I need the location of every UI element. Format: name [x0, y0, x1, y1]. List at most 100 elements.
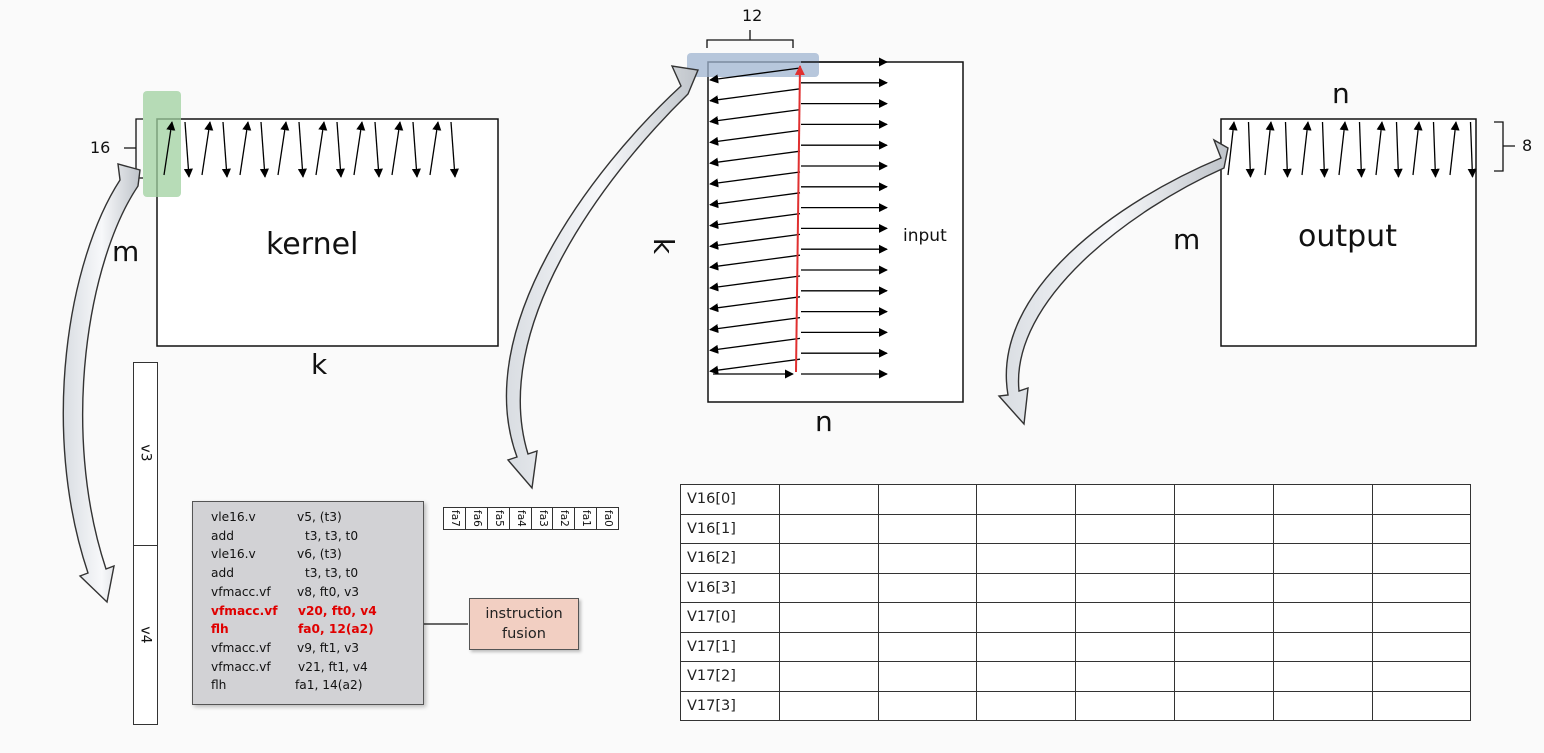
row-label: V17[1] [680, 631, 780, 662]
float-register-cell: fa0 [597, 508, 618, 529]
row-label: V17[0] [680, 602, 780, 633]
table-cell [976, 661, 1077, 692]
table-cell [877, 690, 978, 721]
output-arrow [1430, 121, 1440, 178]
table-cell [1173, 484, 1274, 515]
output-arrow [1393, 121, 1403, 178]
table-cell [1272, 661, 1373, 692]
input-arrow [709, 358, 801, 375]
kernel-arrow [297, 121, 307, 178]
code-op: add [211, 566, 234, 581]
vreg-v3-label: v3 [137, 444, 154, 462]
table-cell [1272, 631, 1373, 662]
table-cell [1075, 543, 1175, 574]
output-matrix [1220, 118, 1477, 347]
table-cell [976, 572, 1077, 603]
table-cell [1173, 690, 1274, 721]
table-cell [1371, 661, 1472, 692]
code-args: v21, ft1, v4 [298, 659, 368, 674]
code-op: flh [211, 678, 227, 693]
kernel-traversal-arrows [163, 121, 459, 178]
table-cell [877, 513, 978, 544]
output-arrow [1449, 121, 1460, 176]
code-op: add [211, 528, 234, 543]
input-arrow [709, 296, 801, 313]
output-arrow [1375, 121, 1386, 176]
output-arrow [1412, 121, 1423, 176]
input-arrow [709, 129, 801, 146]
kernel-arrow [391, 121, 404, 176]
vreg-divider [134, 545, 157, 546]
fusion-line-1: instruction [485, 606, 563, 622]
float-register-cell: fa5 [488, 508, 510, 529]
table-row: V16[1] [680, 513, 1472, 544]
row-label: V17[2] [680, 661, 780, 692]
table-cell [778, 484, 879, 515]
kernel-arrow [429, 121, 442, 176]
table-cell [1272, 484, 1373, 515]
row-label: V16[0] [680, 484, 780, 515]
input-highlight [687, 53, 819, 77]
table-cell [1075, 602, 1175, 633]
float-register-label: fa1 [580, 510, 593, 527]
kernel-arrow [373, 121, 383, 178]
kernel-arrow [353, 121, 366, 176]
code-args: v6, (t3) [297, 547, 342, 562]
kernel-m-label: m [112, 235, 140, 268]
code-args: v9, ft1, v3 [297, 640, 360, 655]
table-cell [1371, 543, 1472, 574]
kernel-arrow [239, 121, 252, 176]
table-cell [1371, 631, 1472, 662]
float-register-cell: fa3 [532, 508, 554, 529]
float-register-label: fa0 [602, 510, 615, 527]
kernel-dim-label: 16 [90, 138, 111, 157]
table-cell [1173, 513, 1274, 544]
code-args: v5, (t3) [297, 510, 342, 524]
table-cell [778, 572, 879, 603]
table-cell [976, 543, 1077, 574]
input-arrow [709, 337, 801, 354]
output-arrow [1338, 121, 1349, 176]
output-arrow [1467, 121, 1477, 178]
kernel-arrow [259, 121, 269, 178]
table-cell [976, 484, 1077, 515]
code-args: fa0, 12(a2) [298, 622, 374, 637]
vreg-v4-label: v4 [137, 626, 154, 644]
code-op: flh [211, 622, 229, 637]
float-register-cell: fa6 [466, 508, 488, 529]
input-arrow [709, 233, 801, 250]
table-cell [778, 602, 879, 633]
table-cell [877, 602, 978, 633]
fusion-line-2: fusion [502, 626, 546, 642]
kernel-arrow [411, 121, 421, 178]
table-cell [1371, 484, 1472, 515]
table-cell [778, 661, 879, 692]
table-cell [1371, 572, 1472, 603]
input-arrow [709, 150, 801, 167]
code-op: vfmacc.vf [211, 584, 271, 599]
table-row: V17[2] [680, 661, 1472, 692]
table-row: V16[0] [680, 484, 1472, 515]
kernel-arrow [201, 121, 214, 176]
kernel-arrow [449, 121, 459, 178]
code-args: t3, t3, t0 [305, 566, 359, 581]
table-cell [1075, 661, 1175, 692]
float-register-cell: fa4 [510, 508, 532, 529]
curved-arrow-input-to-fa [505, 65, 699, 490]
code-op: vfmacc.vf [211, 659, 271, 674]
input-arrow [709, 254, 801, 271]
table-cell [976, 513, 1077, 544]
table-cell [778, 631, 879, 662]
table-cell [976, 602, 1077, 633]
row-label: V16[1] [680, 513, 780, 544]
kernel-label: kernel [266, 227, 359, 262]
row-label: V16[2] [680, 543, 780, 574]
output-arrow [1301, 121, 1312, 176]
output-arrow [1282, 121, 1292, 178]
table-cell [877, 572, 978, 603]
table-cell [1173, 631, 1274, 662]
float-register-label: fa6 [470, 510, 483, 527]
row-label: V16[3] [680, 572, 780, 603]
